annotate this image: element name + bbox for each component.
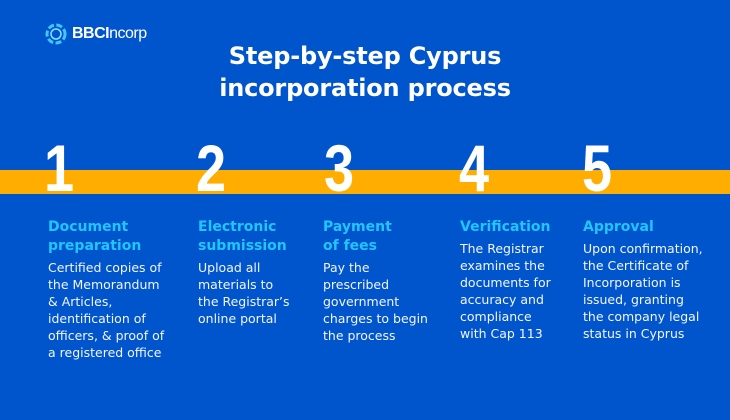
step-number-4: 4 [459,131,490,205]
desc-line: a registered office [48,345,162,360]
desc-line: with Cap 113 [460,326,543,341]
step-description: Pay the prescribed government charges to… [323,259,428,344]
bbcincorp-swirl-logo-icon [45,23,67,45]
desc-line: The Registrar [460,241,544,256]
step-title: Approval [583,218,703,237]
desc-line: Pay the [323,260,370,275]
step-description: The Registrar examines the documents for… [460,240,551,342]
desc-line: documents for [460,275,551,290]
timeline-band [0,170,730,194]
step-title-line: Document [48,219,129,235]
desc-line: online portal [198,311,277,326]
step-electronic-submission: Electronic submission Upload all materia… [198,218,290,327]
step-document-preparation: Document preparation Certified copies of… [48,218,164,361]
page-title: Step-by-step Cyprus incorporation proces… [0,40,730,104]
desc-line: accuracy and [460,292,544,307]
brand-name-regular: ncorp [109,25,147,42]
step-title: Verification [460,218,551,237]
step-description: Upload all materials to the Registrar’s … [198,259,290,327]
step-title: Payment of fees [323,218,428,256]
step-title-line: preparation [48,238,142,254]
step-description: Certified copies of the Memorandum & Art… [48,259,164,361]
desc-line: the company legal [583,309,700,324]
desc-line: compliance [460,309,532,324]
step-approval: Approval Upon confirmation, the Certific… [583,218,703,342]
desc-line: the Certificate of [583,258,689,273]
desc-line: charges to begin [323,311,428,326]
desc-line: Upload all [198,260,261,275]
step-title-line: Electronic [198,219,277,235]
desc-line: Incorporation is [583,275,681,290]
step-title-line: submission [198,238,287,254]
brand-name: BBCIncorp [72,25,147,43]
desc-line: examines the [460,258,545,273]
title-line-1: Step-by-step Cyprus [228,42,502,70]
desc-line: materials to [198,277,274,292]
step-number-3: 3 [324,131,355,205]
step-number-5: 5 [582,131,613,205]
step-verification: Verification The Registrar examines the … [460,218,551,342]
desc-line: status in Cyprus [583,326,685,341]
desc-line: the Registrar’s [198,294,290,309]
brand-name-bold: BBCI [72,25,110,42]
desc-line: the process [323,328,396,343]
step-title: Electronic submission [198,218,290,256]
desc-line: the Memorandum [48,277,160,292]
step-title-line: of fees [323,238,377,254]
step-number-1: 1 [44,131,75,205]
step-number-2: 2 [196,131,227,205]
desc-line: identification of [48,311,146,326]
desc-line: officers, & proof of [48,328,165,343]
desc-line: government [323,294,400,309]
brand-logo: BBCIncorp [44,22,147,46]
step-title: Document preparation [48,218,164,256]
step-title-line: Payment [323,219,392,235]
desc-line: prescribed [323,277,390,292]
desc-line: issued, granting [583,292,684,307]
step-payment-of-fees: Payment of fees Pay the prescribed gover… [323,218,428,344]
step-title-line: Verification [460,219,551,235]
step-description: Upon confirmation, the Certificate of In… [583,240,703,342]
step-title-line: Approval [583,219,654,235]
title-line-2: incorporation process [219,74,511,102]
desc-line: Upon confirmation, [583,241,703,256]
desc-line: Certified copies of [48,260,162,275]
desc-line: & Articles, [48,294,113,309]
